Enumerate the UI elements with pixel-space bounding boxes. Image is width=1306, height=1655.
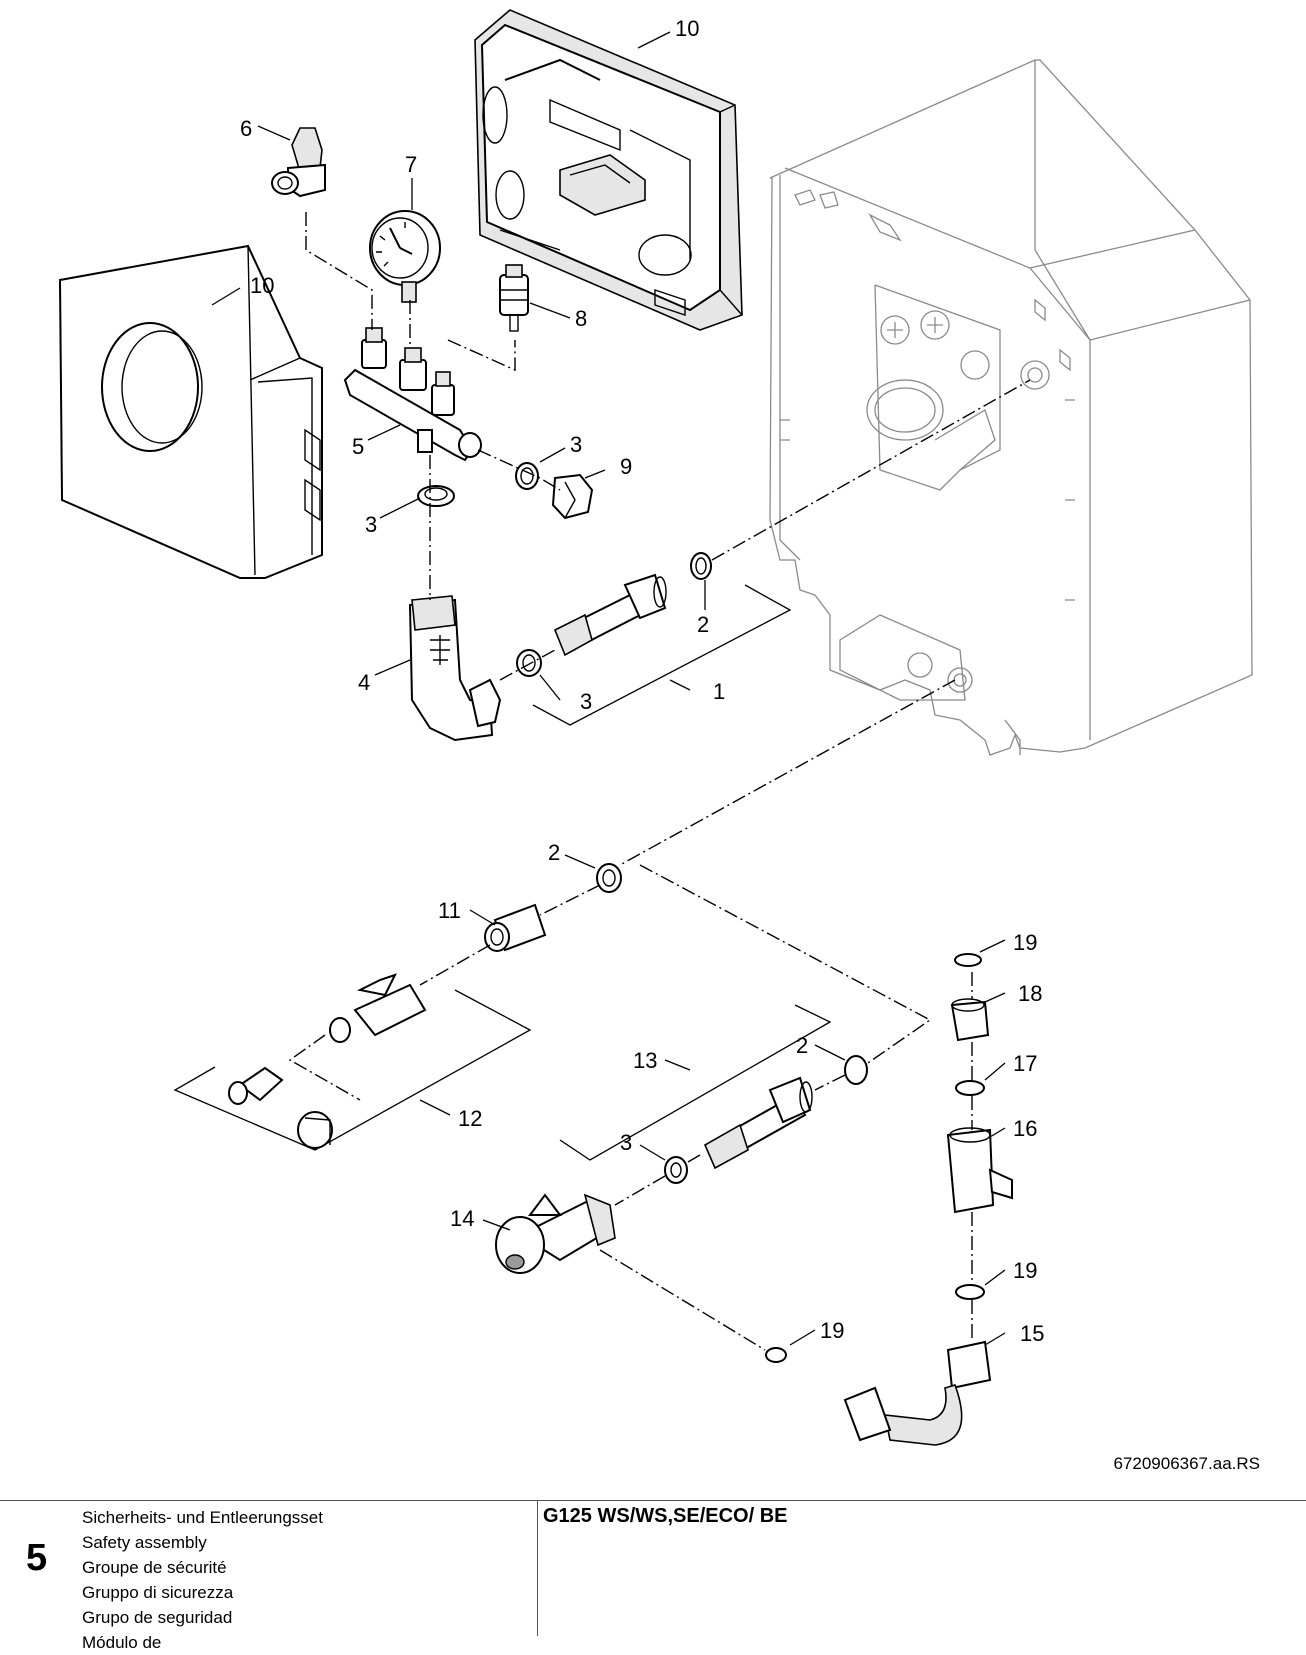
callout-14: 14	[450, 1206, 474, 1231]
callout-2-lower: 2	[796, 1033, 808, 1058]
part-7-pressure-gauge	[369, 210, 441, 303]
title-en: Safety assembly	[82, 1533, 207, 1552]
part-6-safety-valve	[271, 127, 326, 198]
title-fr: Groupe de sécurité	[82, 1558, 227, 1577]
part-4-elbow	[408, 595, 502, 742]
callout-4: 4	[358, 670, 370, 695]
callout-labels: 10 6 7 10 8 5 3 9 3 2 4 3 1 2 11 19 18 2…	[240, 16, 1044, 1346]
document-id: 6720906367.aa.RS	[1113, 1454, 1260, 1473]
callout-3-left: 3	[365, 512, 377, 537]
leader-lines	[211, 31, 1006, 1346]
callout-9: 9	[620, 454, 632, 479]
callout-15: 15	[1020, 1321, 1044, 1346]
callout-10-left: 10	[250, 273, 274, 298]
callout-7: 7	[405, 152, 417, 177]
callout-10-top: 10	[675, 16, 699, 41]
part-10-front-cover	[58, 244, 323, 579]
callout-19-top: 19	[1013, 930, 1037, 955]
part-14-valve	[495, 1193, 616, 1274]
group-brackets	[173, 584, 832, 1161]
callout-3-upper: 3	[570, 432, 582, 457]
part-5-safety-manifold	[343, 327, 482, 462]
callout-2-upper: 2	[697, 612, 709, 637]
part-11-adapter	[484, 903, 547, 952]
callout-3-mid: 3	[580, 689, 592, 714]
footer-divider	[537, 1501, 538, 1636]
callout-6: 6	[240, 116, 252, 141]
footer: 5 Sicherheits- und Entleerungsset Safety…	[0, 1500, 1306, 1652]
part-8-air-vent	[499, 264, 529, 332]
part-1-connecting-pipe	[553, 573, 667, 657]
callout-5: 5	[352, 434, 364, 459]
seals-upper	[417, 462, 712, 677]
callout-2-mid: 2	[548, 840, 560, 865]
callout-1: 1	[713, 679, 725, 704]
callout-19-bottom: 19	[820, 1318, 844, 1343]
callout-17: 17	[1013, 1051, 1037, 1076]
title-pt: Módulo de	[82, 1633, 162, 1652]
callout-12: 12	[458, 1106, 482, 1131]
part-10-insulation-back	[474, 9, 743, 331]
exploded-parts-diagram: 10 6 7 10 8 5 3 9 3 2 4 3 1 2 11 19 18 2…	[58, 9, 1253, 1446]
callout-3-lower: 3	[620, 1130, 632, 1155]
callout-8: 8	[575, 306, 587, 331]
callout-19-mid: 19	[1013, 1258, 1037, 1283]
boiler-body	[769, 59, 1253, 756]
seals-lower	[596, 863, 868, 1184]
title-es: Grupo de seguridad	[82, 1608, 233, 1627]
callout-13: 13	[633, 1048, 657, 1073]
title-it: Gruppo di sicurezza	[82, 1583, 234, 1602]
callout-11: 11	[438, 898, 461, 923]
section-titles: Sicherheits- und Entleerungsset Safety a…	[82, 1505, 323, 1655]
section-number: 5	[26, 1537, 48, 1579]
part-9-cap	[551, 473, 594, 520]
callout-18: 18	[1018, 981, 1042, 1006]
model-designation: G125 WS/WS,SE/ECO/ BE	[543, 1505, 788, 1527]
title-de: Sicherheits- und Entleerungsset	[82, 1508, 323, 1527]
part-12-drain-cock	[228, 973, 427, 1149]
centerlines	[288, 212, 1031, 1351]
part-13-pipe	[703, 1076, 813, 1170]
callout-16: 16	[1013, 1116, 1037, 1141]
parts-15-19	[765, 953, 1013, 1446]
